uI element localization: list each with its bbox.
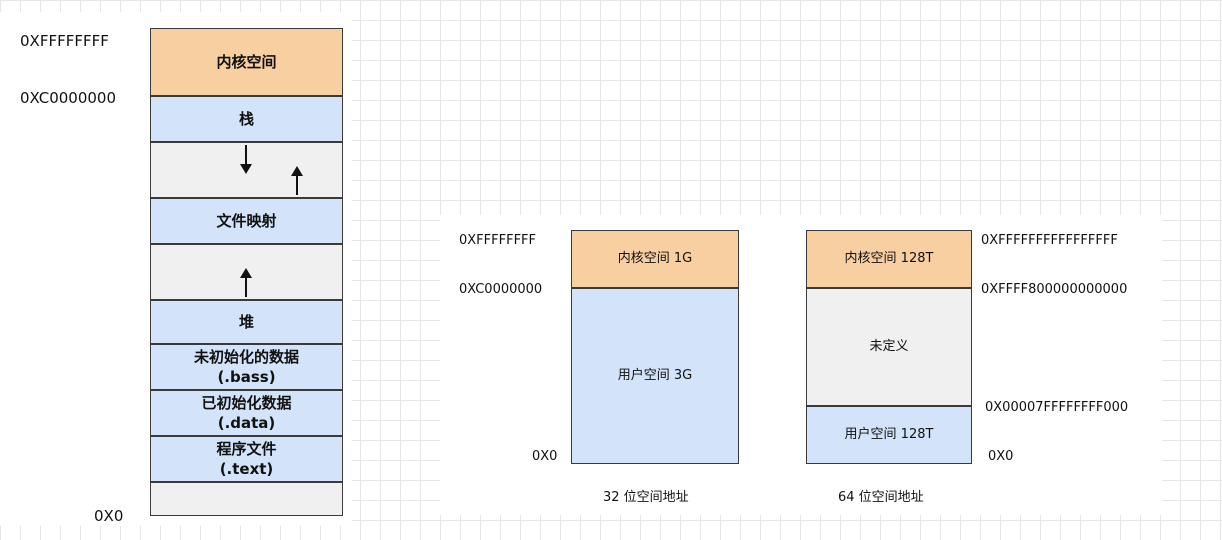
segment-kernel-space-label: 内核空间: [216, 53, 277, 71]
addr-32-boundary: 0XC0000000: [459, 282, 543, 297]
segment-mmap-label: 文件映射: [216, 212, 277, 230]
segment-data: 已初始化数据 (.data): [150, 390, 343, 436]
addr-32-top: 0XFFFFFFFF: [459, 233, 536, 248]
segment-data-section: (.data): [217, 414, 276, 432]
user-space-64: 用户空间 128T: [806, 406, 972, 464]
segment-text-name: 程序文件: [216, 440, 277, 458]
addr-64-bottom: 0X0: [988, 449, 1014, 464]
segment-text-section: (.text): [219, 460, 274, 478]
addr-bottom-left: 0X0: [94, 507, 124, 525]
addr-64-user-end: 0X00007FFFFFFFF000: [985, 400, 1129, 415]
segment-stack-label: 栈: [238, 110, 254, 128]
caption-32: 32 位空间地址: [603, 490, 689, 505]
caption-64: 64 位空间地址: [838, 490, 924, 505]
segment-mmap: 文件映射: [150, 198, 343, 244]
segment-heap-label: 堆: [238, 313, 254, 331]
kernel-space-32: 内核空间 1G: [571, 230, 739, 288]
addr-64-top: 0XFFFFFFFFFFFFFFFF: [981, 233, 1118, 248]
heap-grows-up-arrow-icon: [240, 268, 252, 297]
undefined-space-64-label: 未定义: [869, 339, 909, 354]
kernel-space-64: 内核空间 128T: [806, 230, 972, 288]
kernel-space-32-label: 内核空间 1G: [617, 251, 693, 266]
stack-grows-down-arrow-icon: [240, 145, 252, 174]
addr-top-left: 0XFFFFFFFF: [20, 32, 109, 50]
user-space-32: 用户空间 3G: [571, 288, 739, 464]
segment-stack: 栈: [150, 96, 343, 142]
addr-64-kernel-start: 0XFFFF800000000000: [981, 282, 1128, 297]
segment-text: 程序文件 (.text): [150, 436, 343, 482]
addr-32-bottom: 0X0: [532, 449, 558, 464]
segment-bss: 未初始化的数据 (.bass): [150, 344, 343, 390]
segment-data-name: 已初始化数据: [201, 394, 292, 412]
segment-gap-bottom: [150, 482, 343, 516]
segment-bss-section: (.bass): [217, 368, 276, 386]
segment-heap: 堆: [150, 300, 343, 344]
kernel-space-64-label: 内核空间 128T: [844, 251, 934, 266]
user-space-32-label: 用户空间 3G: [617, 368, 693, 383]
undefined-space-64: 未定义: [806, 288, 972, 406]
mmap-grows-up-arrow-icon: [291, 166, 303, 195]
segment-bss-name: 未初始化的数据: [193, 348, 299, 366]
right-panel: [440, 215, 1162, 515]
segment-kernel-space: 内核空间: [150, 28, 343, 96]
addr-kernel-boundary-left: 0XC0000000: [20, 89, 117, 107]
user-space-64-label: 用户空间 128T: [844, 427, 934, 442]
